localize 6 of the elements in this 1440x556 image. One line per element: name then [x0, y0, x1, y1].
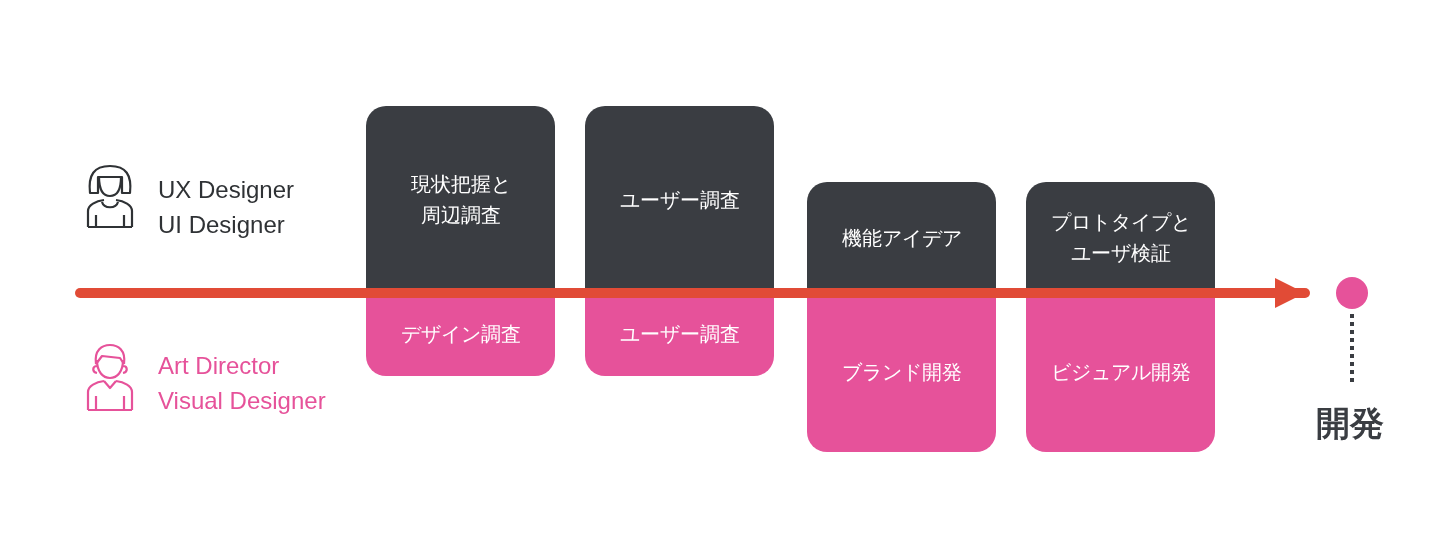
timeline-arrow: [75, 278, 1310, 308]
role-label: UX Designer UI Designer: [158, 175, 296, 240]
role-label: Art Director Visual Designer: [158, 351, 327, 416]
milestone-dot: [1335, 276, 1369, 310]
milestone-label: 開発: [1300, 398, 1400, 448]
dotted-line: [1350, 314, 1354, 384]
